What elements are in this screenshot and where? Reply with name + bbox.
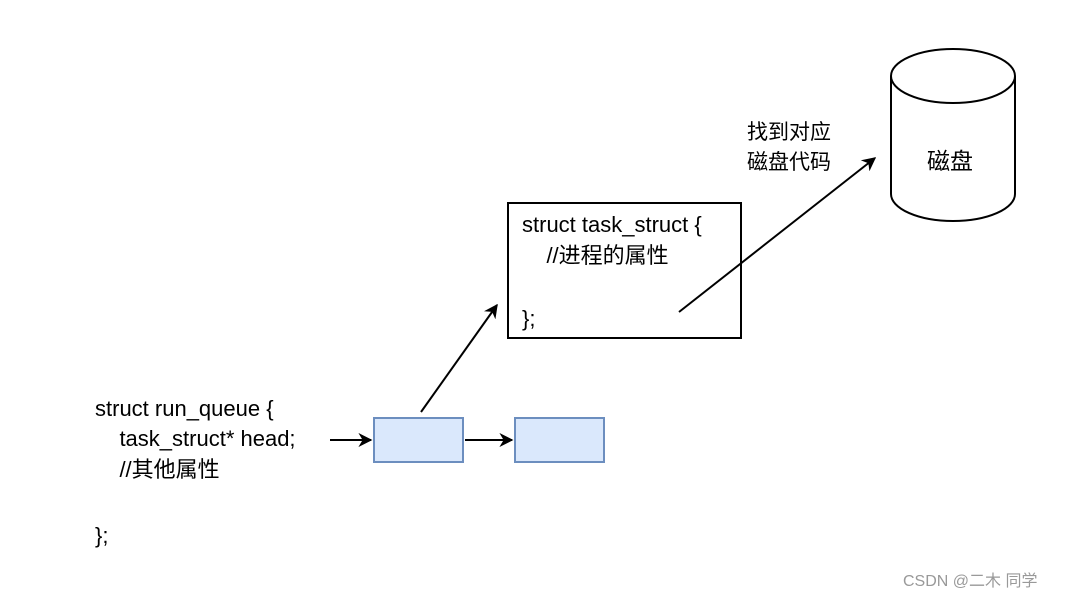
annotation-line-1: 找到对应 [747,121,831,144]
annotation-line-2: 磁盘代码 [747,151,831,174]
run-queue-line-5: }; [95,523,109,548]
run-queue-line-1: struct run_queue { [95,396,274,421]
run-queue-line-2: task_struct* head; [95,426,296,451]
disk-cylinder [890,48,1016,222]
list-node-1 [373,417,464,463]
disk-label: 磁盘 [927,148,973,174]
task-struct-line-2: //进程的属性 [522,243,669,268]
task-struct-line-1: struct task_struct { [522,212,702,237]
arrow-node-to-task-struct [420,303,498,413]
run-queue-line-3: //其他属性 [95,457,220,482]
watermark-text: CSDN @二木 同学 [903,573,1038,590]
list-node-2 [514,417,605,463]
task-struct-line-4: }; [522,306,536,331]
